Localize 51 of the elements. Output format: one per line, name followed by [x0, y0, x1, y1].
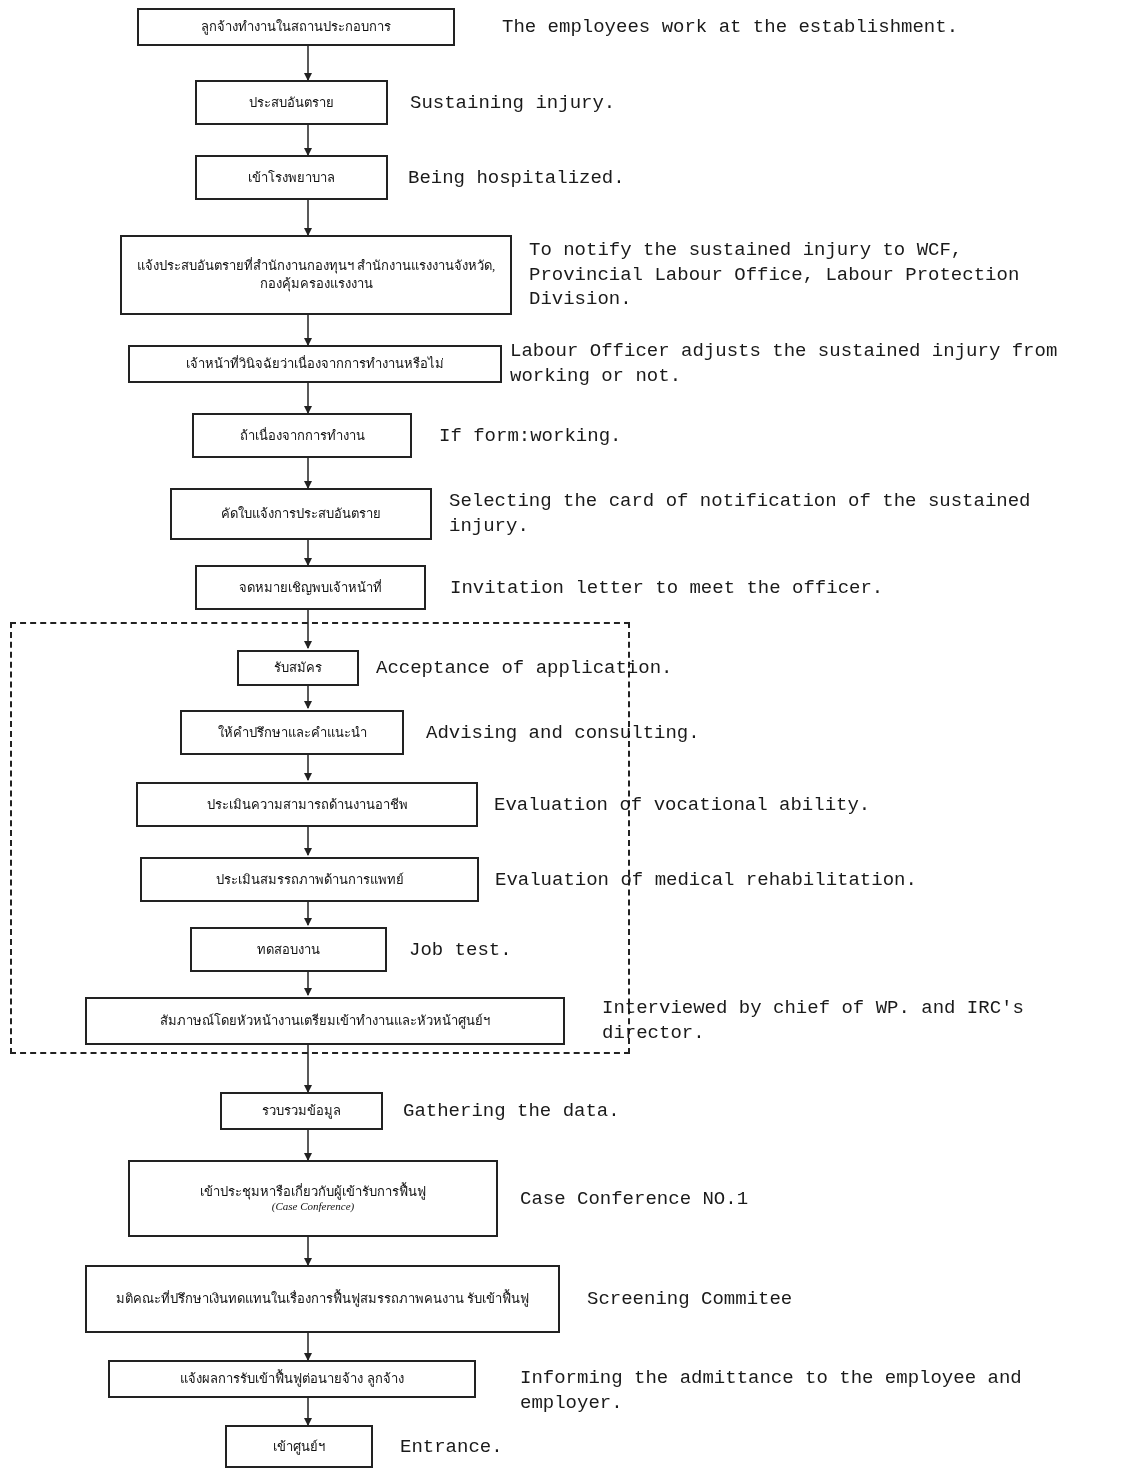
step-description: Selecting the card of notification of the sustained injury.	[449, 489, 1032, 539]
step-description: Informing the admittance to the employee and employer.	[520, 1366, 1023, 1416]
step-text: ถ้าเนื่องจากการทำงาน	[239, 426, 365, 445]
arrow	[304, 539, 312, 566]
step-description: Case Conference NO.1	[520, 1186, 750, 1211]
step-description: Sustaining injury.	[410, 90, 617, 115]
step-description: Evaluation of vocational ability.	[494, 792, 872, 817]
arrow	[304, 1397, 312, 1426]
arrow	[304, 382, 312, 414]
step-text: ประเมินความสามารถด้านงานอาชีพ	[206, 795, 408, 814]
step-text: เข้าศูนย์ฯ	[273, 1437, 325, 1456]
step-description: Gathering the data.	[403, 1098, 621, 1124]
step-text: รับสมัคร	[274, 659, 322, 677]
step-description: The employees work at the establishment.	[502, 14, 960, 40]
step-text: ประสบอันตราย	[249, 93, 334, 112]
step-text: ให้คำปรึกษาและคำแนะนำ	[217, 723, 367, 742]
step-description: Advising and consulting.	[426, 720, 701, 745]
arrow	[304, 609, 312, 649]
step-description: Entrance.	[400, 1434, 504, 1459]
step-text: มติคณะที่ปรึกษาเงินทดแทนในเรื่องการฟื้นฟูสมรรถภาพคนงาน รับเข้าฟื้นฟู	[115, 1290, 530, 1308]
step-description: Invitation letter to meet the officer.	[450, 575, 885, 600]
step-text: แจ้งผลการรับเข้าฟื้นฟูต่อนายจ้าง ลูกจ้าง	[180, 1370, 404, 1388]
arrow	[304, 124, 312, 156]
step-text: ทดสอบงาน	[257, 940, 320, 959]
step-text: ประเมินสมรรถภาพด้านการแพทย์	[215, 870, 404, 889]
arrow	[304, 1236, 312, 1266]
arrow	[304, 45, 312, 81]
step-text: เข้าโรงพยาบาล	[248, 168, 335, 187]
step-text: แจ้งประสบอันตรายที่สำนักงานกองทุนฯ สำนักงานแรงงานจังหวัด, กองคุ้มครองแรงงาน	[135, 257, 497, 293]
step-description: If form:working.	[439, 423, 623, 448]
step-description: Job test.	[409, 937, 513, 962]
arrow	[304, 314, 312, 346]
step-description: Screening Commitee	[587, 1286, 794, 1312]
step-text: เข้าประชุมหารือเกี่ยวกับผู้เข้ารับการฟื้นฟู	[200, 1182, 426, 1201]
step-text: สัมภาษณ์โดยหัวหน้างานเตรียมเข้าทำงานและหัวหน้าศูนย์ฯ	[160, 1012, 490, 1030]
step-description: To notify the sustained injury to WCF, Provincial Labour Office, Labour Protection Division.	[529, 237, 1021, 313]
arrow	[304, 199, 312, 236]
step-subtext: (Case Conference)	[271, 1200, 355, 1215]
arrow	[304, 457, 312, 489]
step-description: Labour Officer adjusts the sustained injury from working or not.	[510, 339, 1059, 389]
step-text: รวบรวมข้อมูล	[262, 1102, 341, 1120]
step-text: เจ้าหน้าที่วินิจฉัยว่าเนื่องจากการทำงานหรือไม่	[186, 355, 444, 373]
step-text: ลูกจ้างทำงานในสถานประกอบการ	[201, 18, 391, 36]
step-text: จดหมายเชิญพบเจ้าหน้าที่	[239, 578, 382, 597]
step-description: Acceptance of application.	[376, 655, 674, 681]
arrow	[304, 1332, 312, 1361]
step-description: Evaluation of medical rehabilitation.	[495, 867, 918, 892]
arrow	[304, 1129, 312, 1161]
step-description: Being hospitalized.	[408, 165, 626, 190]
step-text: คัดใบแจ้งการประสบอันตราย	[221, 505, 381, 523]
step-description: Interviewed by chief of WP. and IRC's director.	[602, 996, 1025, 1046]
